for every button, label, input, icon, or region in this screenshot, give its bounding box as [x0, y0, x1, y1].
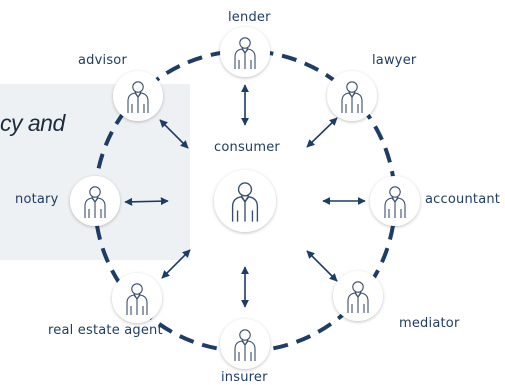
node-insurer [220, 319, 270, 369]
node-advisor [113, 71, 163, 121]
label-consumer: consumer [214, 140, 280, 155]
label-lawyer: lawyer [372, 53, 417, 68]
label-mediator: mediator [399, 316, 460, 331]
connection-arrow-notary [124, 197, 169, 206]
label-notary: notary [15, 192, 59, 207]
node-accountant [370, 176, 420, 226]
node-real-estate-agent [112, 273, 162, 323]
connection-arrow-advisor [159, 119, 189, 149]
node-lawyer [327, 71, 377, 121]
node-notary [70, 176, 120, 226]
connection-arrow-lawyer [306, 117, 338, 148]
node-mediator [333, 271, 383, 321]
connection-arrow-real-estate-agent [161, 249, 191, 279]
label-accountant: accountant [425, 192, 501, 207]
connection-arrows [124, 84, 366, 308]
connection-arrow-mediator [306, 250, 338, 282]
node-lender [220, 27, 270, 77]
label-real-estate-agent: real estate agent [48, 323, 163, 338]
background-panel [0, 84, 190, 260]
node-consumer [214, 170, 276, 232]
label-lender: lender [228, 10, 271, 25]
heading-fragment: cy and [0, 110, 65, 136]
label-advisor: advisor [78, 53, 127, 68]
label-insurer: insurer [221, 370, 268, 385]
